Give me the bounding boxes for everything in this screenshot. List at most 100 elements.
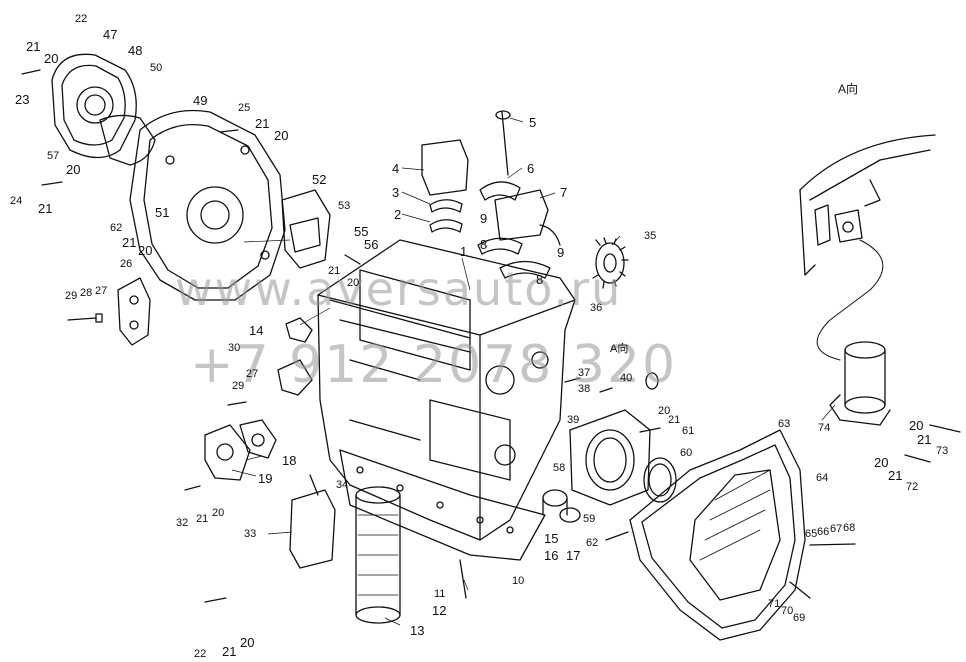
bolt <box>904 454 931 463</box>
part-label: 20 <box>44 51 59 66</box>
bolt <box>599 387 613 393</box>
bracket <box>117 277 151 346</box>
view-a-detail <box>799 134 936 361</box>
stud <box>459 559 467 599</box>
part-label: 12 <box>432 603 447 618</box>
part-label: 21 <box>888 468 903 483</box>
part-label: 24 <box>10 195 23 207</box>
part-label: 51 <box>155 205 170 220</box>
part-label: 26 <box>120 258 133 270</box>
part-label: 10 <box>512 575 525 587</box>
part-label: 73 <box>936 445 949 457</box>
part-label: 27 <box>95 285 108 297</box>
part-label: 13 <box>410 623 425 638</box>
part-label: 21 <box>328 265 341 277</box>
part-label: 20 <box>347 277 360 289</box>
gasket <box>239 419 277 459</box>
gear <box>592 237 629 289</box>
part-label: 62 <box>586 537 599 549</box>
part-label: 66 <box>817 526 830 538</box>
part-label: 29 <box>232 380 245 392</box>
part-label: 22 <box>75 13 88 25</box>
part-label: 21 <box>255 116 270 131</box>
bolt <box>929 424 961 433</box>
part-label: A向 <box>610 343 629 355</box>
part-label: 65 <box>805 528 818 540</box>
washer <box>95 313 103 323</box>
part-label: 56 <box>364 237 379 252</box>
part-label: 40 <box>620 372 633 384</box>
part-label: 32 <box>176 517 189 529</box>
part-label: 21 <box>122 235 137 250</box>
part-label: 72 <box>906 481 919 493</box>
part-label: 74 <box>818 422 831 434</box>
part-label: 17 <box>566 548 581 563</box>
part-label: 7 <box>560 185 568 200</box>
bracket <box>285 317 313 343</box>
housing <box>281 189 331 269</box>
part-label: 53 <box>338 200 351 212</box>
part-label: 39 <box>567 414 580 426</box>
part-label: 20 <box>66 162 81 177</box>
part-label: 71 <box>768 598 781 610</box>
main-bearing-cap <box>421 139 469 233</box>
bolt <box>344 254 361 265</box>
bolt <box>639 427 661 433</box>
o-ring <box>645 372 659 390</box>
part-label: 20 <box>274 128 289 143</box>
watermark-site: www.aversauto.ru <box>175 262 623 316</box>
part-label: 20 <box>874 455 889 470</box>
part-label: 28 <box>80 287 93 299</box>
cylinder-liner <box>355 486 401 624</box>
part-label: 9 <box>480 211 488 226</box>
part-label: 25 <box>238 102 251 114</box>
view-label: A向 <box>838 82 859 96</box>
part-label: 33 <box>244 528 257 540</box>
part-label: 14 <box>249 323 264 338</box>
cylinder-block <box>317 239 576 541</box>
part-label: 49 <box>193 93 208 108</box>
part-label: 61 <box>682 425 695 437</box>
part-label: 21 <box>26 39 41 54</box>
oil-pan-gasket <box>339 449 546 561</box>
part-label: 55 <box>354 224 369 239</box>
bolt <box>219 129 239 133</box>
bolt <box>564 377 581 383</box>
part-label: 23 <box>15 92 30 107</box>
part-label: 62 <box>110 222 123 234</box>
part-label: 20 <box>138 243 153 258</box>
part-label: 20 <box>212 507 225 519</box>
part-label: 19 <box>258 471 273 486</box>
part-label: 36 <box>590 302 603 314</box>
part-label: 27 <box>246 368 259 380</box>
part-label: 20 <box>240 635 255 650</box>
rear-seal-housing <box>569 409 651 506</box>
part-label: 21 <box>668 414 681 426</box>
part-label: 37 <box>578 367 591 379</box>
bolt <box>789 581 811 599</box>
bolt <box>227 401 247 406</box>
part-label: 58 <box>553 462 566 474</box>
part-label: 50 <box>150 62 163 74</box>
part-label: 68 <box>843 522 856 534</box>
part-label: 63 <box>778 418 791 430</box>
part-label: 21 <box>38 201 53 216</box>
bolt-head <box>495 110 511 120</box>
bolt <box>67 317 97 321</box>
part-label: 29 <box>65 290 78 302</box>
part-label: 15 <box>544 531 559 546</box>
part-label: 4 <box>392 161 400 176</box>
bolt <box>184 485 201 491</box>
part-label: 1 <box>460 244 468 259</box>
timing-cover <box>51 53 156 166</box>
part-label: 22 <box>194 648 207 660</box>
part-label: 70 <box>781 605 794 617</box>
part-label: 30 <box>228 342 241 354</box>
bolt <box>605 531 629 541</box>
part-label: 2 <box>394 207 402 222</box>
part-label: 64 <box>816 472 829 484</box>
part-label: 18 <box>282 453 297 468</box>
part-label: 59 <box>583 513 596 525</box>
